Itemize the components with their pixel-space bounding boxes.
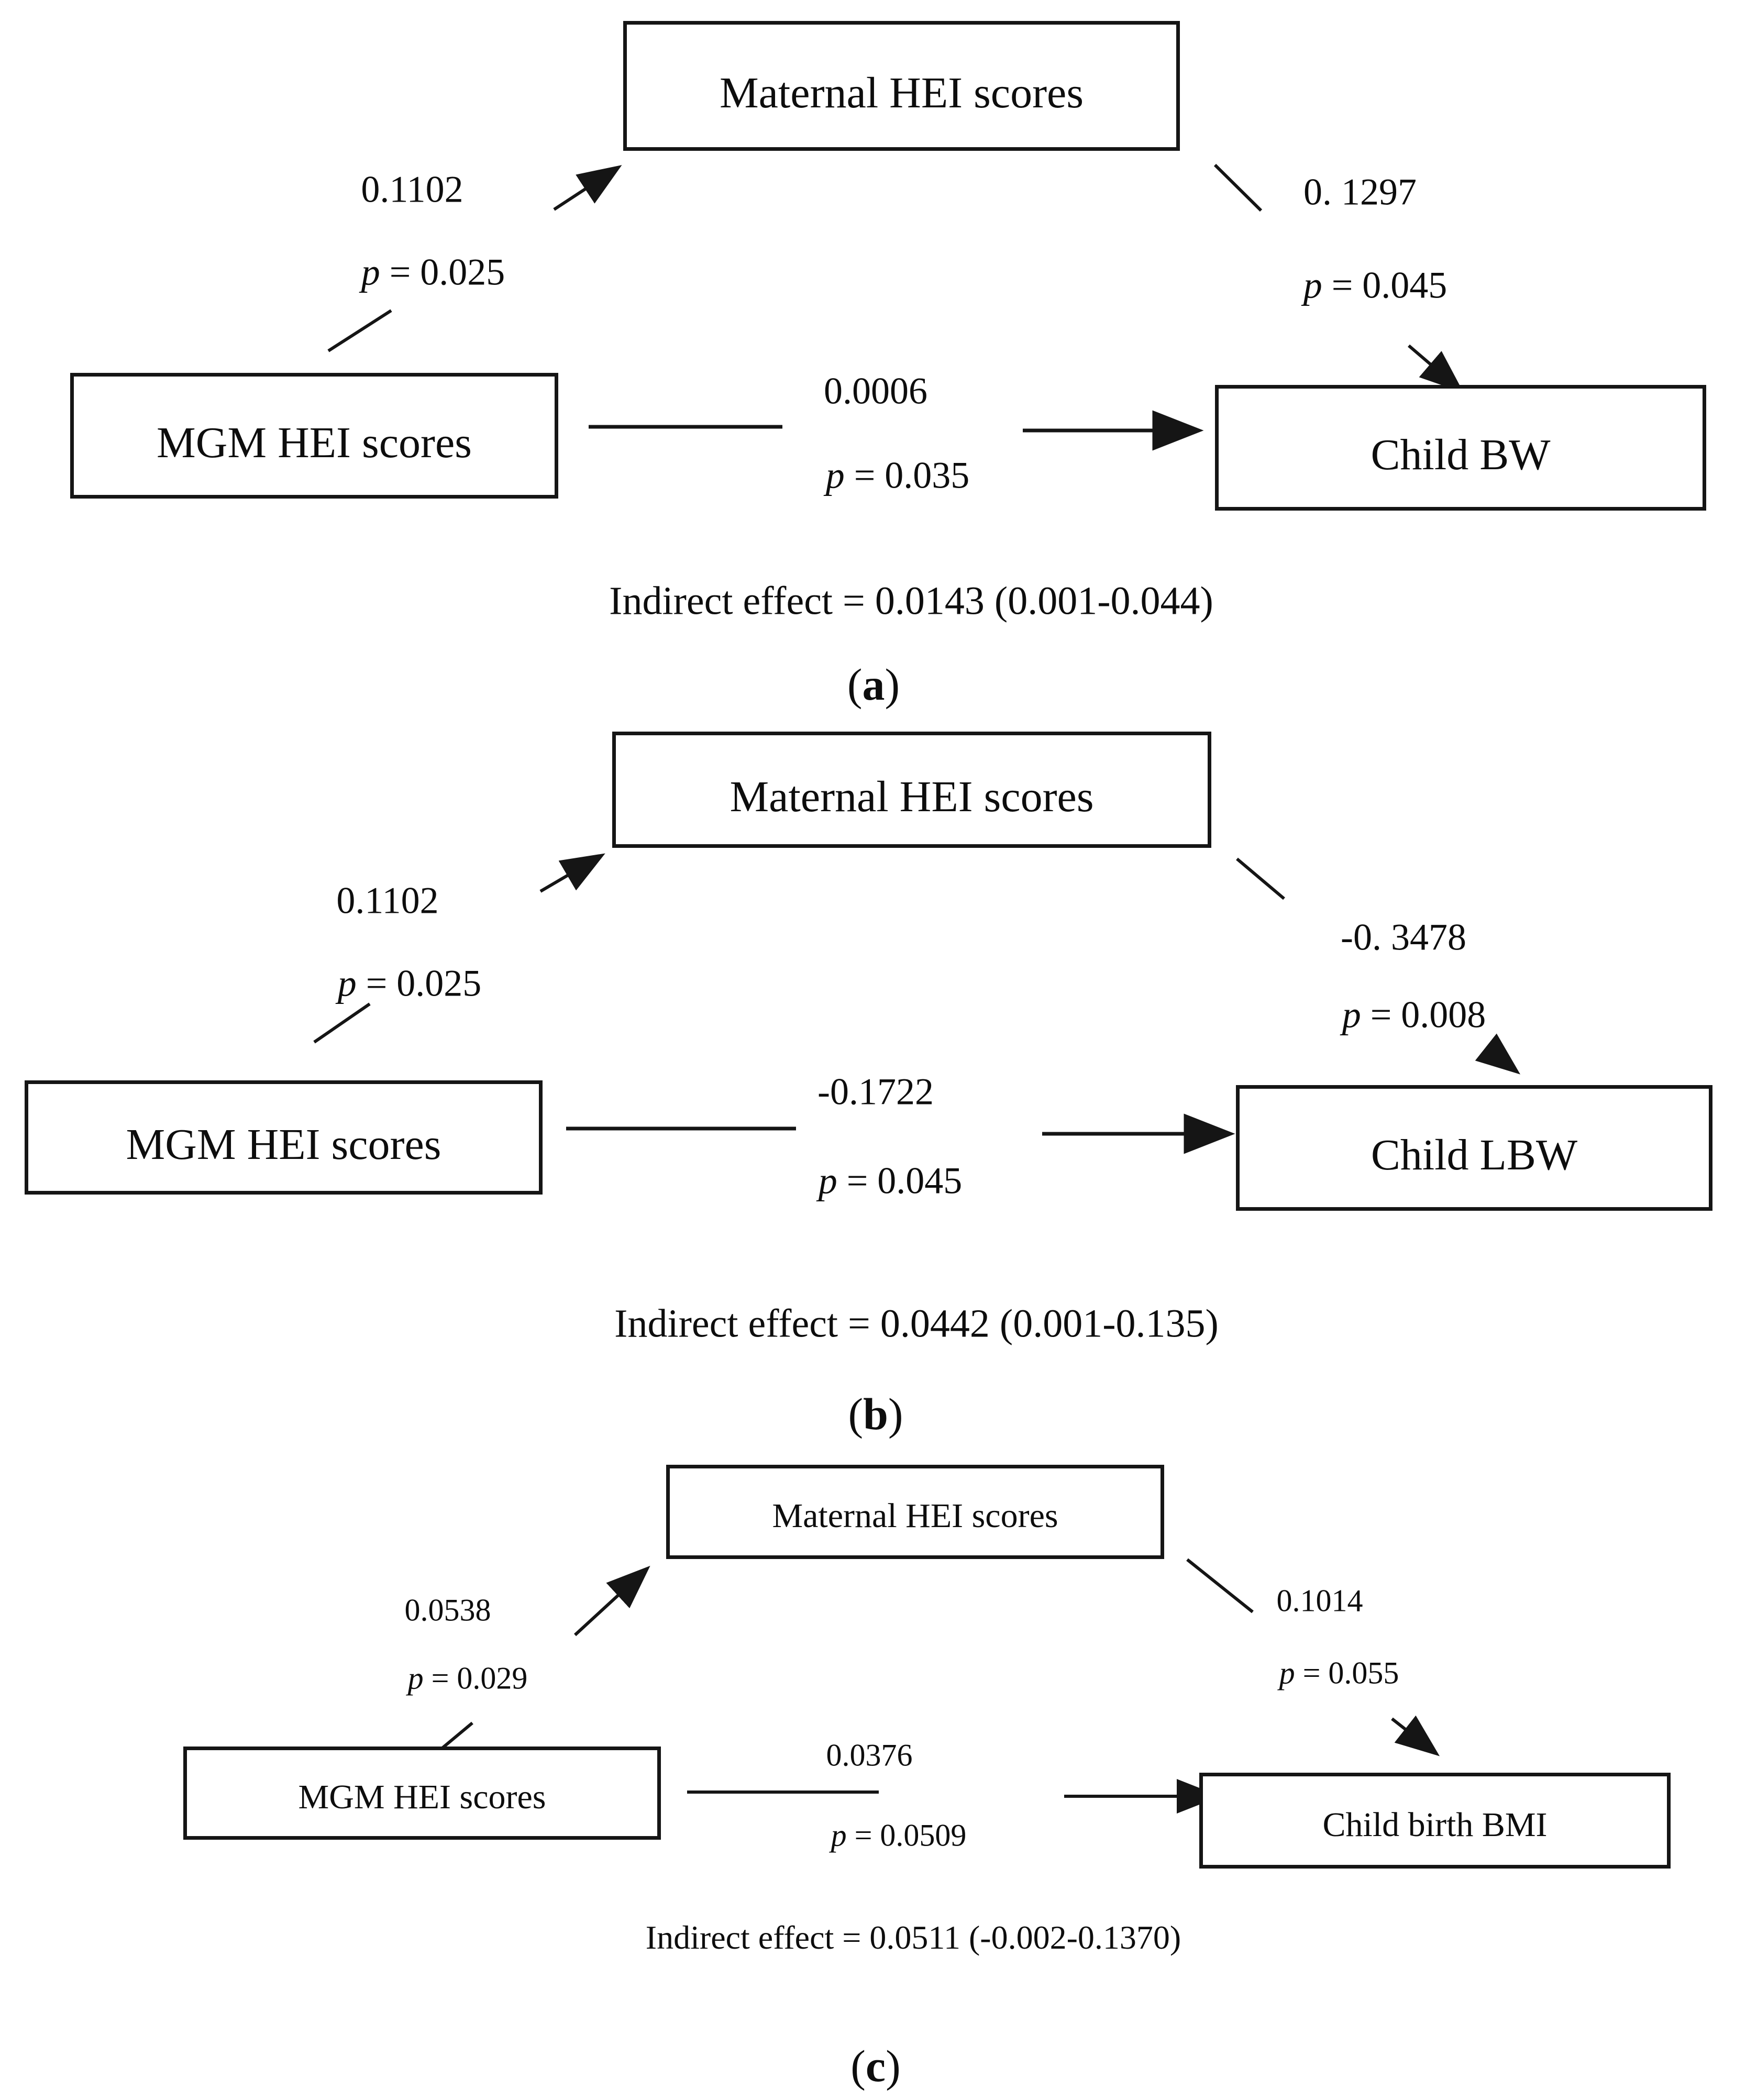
p-symbol: p [361,251,380,293]
path-a-coefficient: 0.0538 [404,1593,491,1628]
p-value: = 0.025 [366,962,482,1004]
c-arrow-to-outcome [1391,1715,1440,1756]
mediator-box: Maternal HEI scores [612,732,1211,848]
indirect-effect-text: Indirect effect = 0.0442 (0.001-0.135) [614,1301,1219,1346]
path-b-coefficient: 0.1014 [1276,1583,1363,1618]
p-symbol: p [1342,993,1361,1036]
path-a-pvalue: p = 0.025 [338,962,482,1005]
direct-coefficient: -0.1722 [817,1070,934,1113]
b-arrow-to-outcome [1475,1033,1521,1075]
b-path-b-segment [1236,857,1285,900]
path-a-pvalue: p = 0.025 [361,251,505,294]
predictor-label: MGM HEI scores [298,1778,546,1816]
p-symbol: p [337,962,357,1004]
a-path-b-segment [1213,163,1263,212]
direct-pvalue: p = 0.045 [819,1159,963,1203]
p-value: = 0.045 [846,1159,963,1202]
p-value: = 0.008 [1370,993,1486,1036]
outcome-label: Child BW [1371,430,1551,479]
predictor-label: MGM HEI scores [126,1120,441,1169]
indirect-effect-text: Indirect effect = 0.0511 (-0.002-0.1370) [645,1919,1181,1956]
path-b-coefficient: 0. 1297 [1303,171,1417,213]
predictor-box: MGM HEI scores [183,1747,661,1840]
path-b-pvalue: p = 0.045 [1303,264,1447,307]
b-path-a-segment [313,1002,371,1044]
panel-letter-a: (a) [847,658,900,711]
path-b-coefficient: -0. 3478 [1341,916,1466,958]
a-path-a-segment [327,309,392,352]
a-arrow-to-mediator [553,165,622,211]
outcome-box: Child birth BMI [1199,1773,1671,1869]
path-b-pvalue: p = 0.055 [1279,1655,1399,1692]
outcome-label: Child LBW [1371,1130,1578,1179]
direct-coefficient: 0.0006 [824,370,927,412]
letter: b [863,1389,888,1439]
a-arrow-to-outcome [1408,344,1464,393]
indirect-effect-text: Indirect effect = 0.0143 (0.001-0.044) [609,579,1213,623]
mediator-box: Maternal HEI scores [623,21,1180,151]
p-symbol: p [1303,264,1322,306]
panel-letter-b: (b) [848,1388,903,1440]
path-a-coefficient: 0.1102 [336,879,439,922]
c-arrow-to-mediator [573,1565,650,1637]
mediator-box: Maternal HEI scores [666,1465,1164,1559]
path-a-pvalue: p = 0.029 [408,1661,528,1697]
outcome-label: Child birth BMI [1322,1805,1548,1844]
mediator-label: Maternal HEI scores [730,772,1094,821]
paren: ( [848,1389,864,1439]
outcome-box: Child BW [1215,385,1706,511]
p-value: = 0.055 [1302,1655,1399,1690]
b-arrow-to-mediator [539,853,605,893]
panel-letter-c: (c) [850,2040,900,2092]
direct-coefficient: 0.0376 [826,1738,913,1773]
paren: ) [886,2041,901,2091]
p-value: = 0.025 [389,251,505,293]
p-value: = 0.045 [1331,264,1447,306]
direct-pvalue: p = 0.0509 [831,1818,967,1854]
c-path-b-segment [1186,1558,1254,1613]
p-value: = 0.0509 [854,1818,967,1853]
p-symbol: p [1279,1655,1295,1690]
p-symbol: p [407,1661,424,1696]
predictor-label: MGM HEI scores [157,418,472,467]
paren: ) [888,1389,903,1439]
letter: a [862,659,885,710]
letter: c [865,2041,886,2091]
mediator-label: Maternal HEI scores [719,68,1084,117]
p-symbol: p [825,454,845,496]
direct-pvalue: p = 0.035 [826,454,970,498]
paren: ) [885,659,900,710]
outcome-box: Child LBW [1236,1085,1712,1211]
path-b-pvalue: p = 0.008 [1342,993,1486,1037]
paren: ( [847,659,863,710]
predictor-box: MGM HEI scores [25,1080,543,1195]
mediator-label: Maternal HEI scores [772,1497,1058,1535]
path-a-coefficient: 0.1102 [361,168,463,211]
p-symbol: p [831,1818,847,1853]
p-symbol: p [818,1159,837,1202]
p-value: = 0.035 [854,454,970,496]
p-value: = 0.029 [431,1661,528,1696]
paren: ( [850,2041,866,2091]
predictor-box: MGM HEI scores [70,373,558,499]
